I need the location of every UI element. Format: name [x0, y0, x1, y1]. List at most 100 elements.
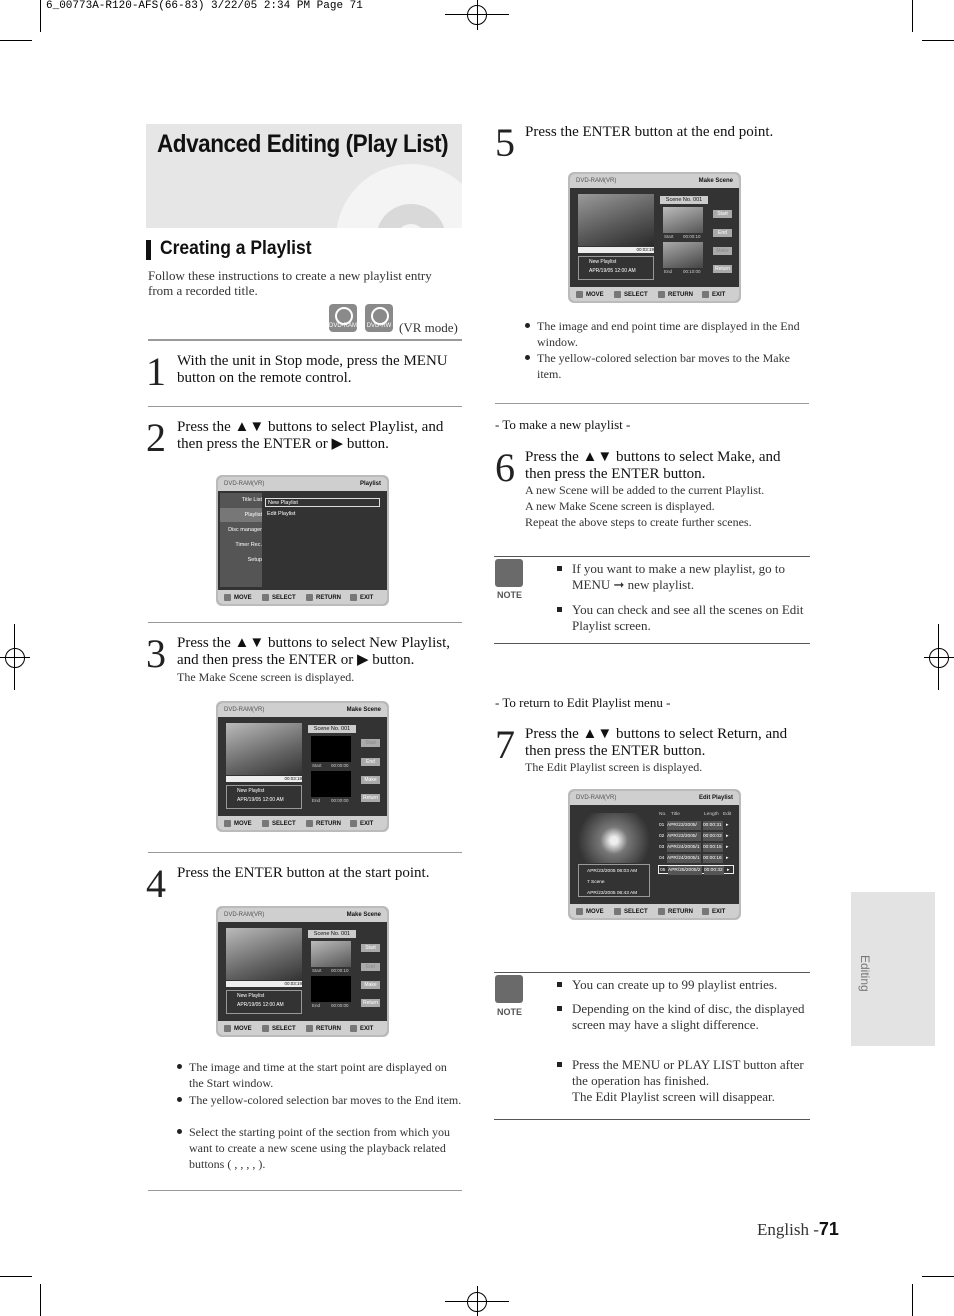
step-text: Press the ▲▼ buttons to select New Playl… [177, 635, 451, 668]
list-item: Select the starting point of the section… [177, 1124, 462, 1172]
note-icon [495, 559, 523, 587]
print-header: 6_00773A-R120-AFS(66-83) 3/22/05 2:34 PM… [46, 0, 363, 12]
note-label: NOTE [497, 1007, 523, 1017]
osd-title: Make Scene [346, 707, 381, 713]
osd-disc-label: DVD-RAM(VR) [576, 178, 617, 184]
osd-select: SELECT [262, 594, 296, 601]
osd-return-button: Return [361, 999, 380, 1007]
divider [495, 403, 809, 404]
divider [148, 1190, 462, 1191]
end-window [311, 976, 351, 1002]
note-label: NOTE [497, 590, 523, 600]
step-number: 4 [146, 861, 166, 906]
subheading: - To return to Edit Playlist menu - [495, 695, 671, 710]
osd-exit: EXIT [350, 820, 373, 827]
osd-menu-item: New Playlist [265, 498, 380, 507]
divider [494, 972, 810, 973]
osd-make-button: Make [713, 247, 732, 255]
osd-title: Edit Playlist [698, 795, 733, 801]
registration-line [14, 624, 15, 690]
registration-mark-icon [5, 648, 25, 668]
start-label: Start [312, 763, 322, 768]
col-header: Length [704, 812, 719, 817]
osd-playlist-name: New Playlist [237, 993, 265, 999]
osd-info-line: 7 Scene [587, 880, 605, 885]
osd-disc-label: DVD-RAM(VR) [224, 481, 265, 487]
osd-select: SELECT [614, 908, 648, 915]
dvd-rw-icon: DVD-RW [365, 304, 393, 332]
step-subtext: A new Make Scene screen is displayed. [525, 499, 715, 513]
divider [494, 1119, 810, 1120]
scene-image [578, 194, 654, 246]
osd-move: MOVE [224, 594, 252, 601]
step-number: 1 [146, 349, 166, 394]
crop-mark [922, 1276, 954, 1277]
page-number-value: 71 [818, 1219, 839, 1239]
list-item: Depending on the kind of disc, the displ… [557, 1001, 807, 1033]
step-text: Press the ENTER button at the end point. [525, 124, 774, 140]
osd-disc-label: DVD-RAM(VR) [576, 795, 617, 801]
osd-disc-label: DVD-RAM(VR) [224, 707, 265, 713]
end-label: End [312, 1003, 321, 1008]
divider [148, 622, 462, 623]
osd-return-button: Return [361, 794, 380, 802]
osd-exit: EXIT [702, 291, 725, 298]
step-number: 6 [495, 445, 515, 490]
intro-text: Follow these instructions to create a ne… [148, 268, 432, 298]
osd-edit-playlist-screen: DVD-RAM(VR)Edit Playlist APR/23/2005 06:… [568, 789, 741, 920]
step-number: 5 [495, 120, 515, 165]
osd-make-scene-screen: DVD-RAM(VR)Make Scene 00:03:19 New Playl… [568, 172, 741, 303]
end-time: 00:00:00 [331, 1003, 349, 1008]
osd-info-box: New Playlist APR/19/05 12:00 AM [578, 256, 654, 280]
start-window [311, 736, 351, 762]
osd-scene-no: Scene No. 001 [308, 930, 356, 938]
osd-disc-label: DVD-RAM(VR) [224, 912, 265, 918]
osd-info-box: New Playlist APR/19/05 12:00 AM [226, 785, 302, 809]
step-text: Press the ENTER button at the start poin… [177, 865, 430, 881]
osd-side-menu: Title List Playlist Disc manager Timer R… [220, 493, 262, 587]
step-number: 2 [146, 415, 166, 460]
page-number: English -71 [757, 1219, 839, 1240]
osd-playlist-screen: DVD-RAM(VR) Playlist Title List Playlist … [216, 475, 389, 606]
side-tab [851, 892, 935, 1046]
end-time: 00:10:00 [683, 269, 701, 274]
osd-return-button: Return [713, 265, 732, 273]
osd-return: RETURN [306, 820, 341, 827]
osd-side-item: Setup [247, 557, 262, 563]
crop-mark [0, 40, 32, 41]
butterfly-image [578, 813, 650, 863]
osd-make-button: Make [361, 981, 380, 989]
col-header: No. [659, 812, 667, 817]
osd-playlist-name: New Playlist [589, 259, 617, 265]
divider [494, 556, 810, 557]
divider [148, 406, 462, 407]
osd-make-button: Make [361, 776, 380, 784]
col-header: Edit [723, 812, 732, 817]
osd-counter: 00:03:19 [226, 776, 302, 782]
osd-side-item: Timer Rec. [235, 542, 262, 548]
osd-scene-no: Scene No. 001 [308, 725, 356, 733]
osd-select: SELECT [614, 291, 648, 298]
step-text: Press the ▲▼ buttons to select Playlist,… [177, 419, 444, 452]
osd-side-item: Playlist [220, 508, 262, 522]
crop-mark [0, 1276, 32, 1277]
osd-title: Make Scene [346, 912, 381, 918]
start-time: 00:00:00 [331, 763, 349, 768]
dolphin-image [226, 928, 302, 980]
start-window [311, 941, 351, 967]
step-text: With the unit in Stop mode, press the ME… [177, 353, 448, 386]
osd-return: RETURN [658, 291, 693, 298]
osd-end-button: End [361, 758, 380, 766]
start-label: Start [312, 968, 322, 973]
osd-info-box: New Playlist APR/19/05 12:00 AM [226, 990, 302, 1014]
osd-counter: 00:03:19 [226, 981, 302, 987]
osd-date: APR/19/05 12:00 AM [237, 1002, 284, 1008]
osd-counter: 00:03:19 [578, 247, 654, 253]
start-time: 00:00:10 [331, 968, 349, 973]
section-title: Creating a Playlist [160, 238, 312, 259]
osd-date: APR/19/05 12:00 AM [589, 268, 636, 274]
step-subtext: The Make Scene screen is displayed. [177, 670, 355, 684]
list-item: You can create up to 99 playlist entries… [557, 977, 807, 993]
